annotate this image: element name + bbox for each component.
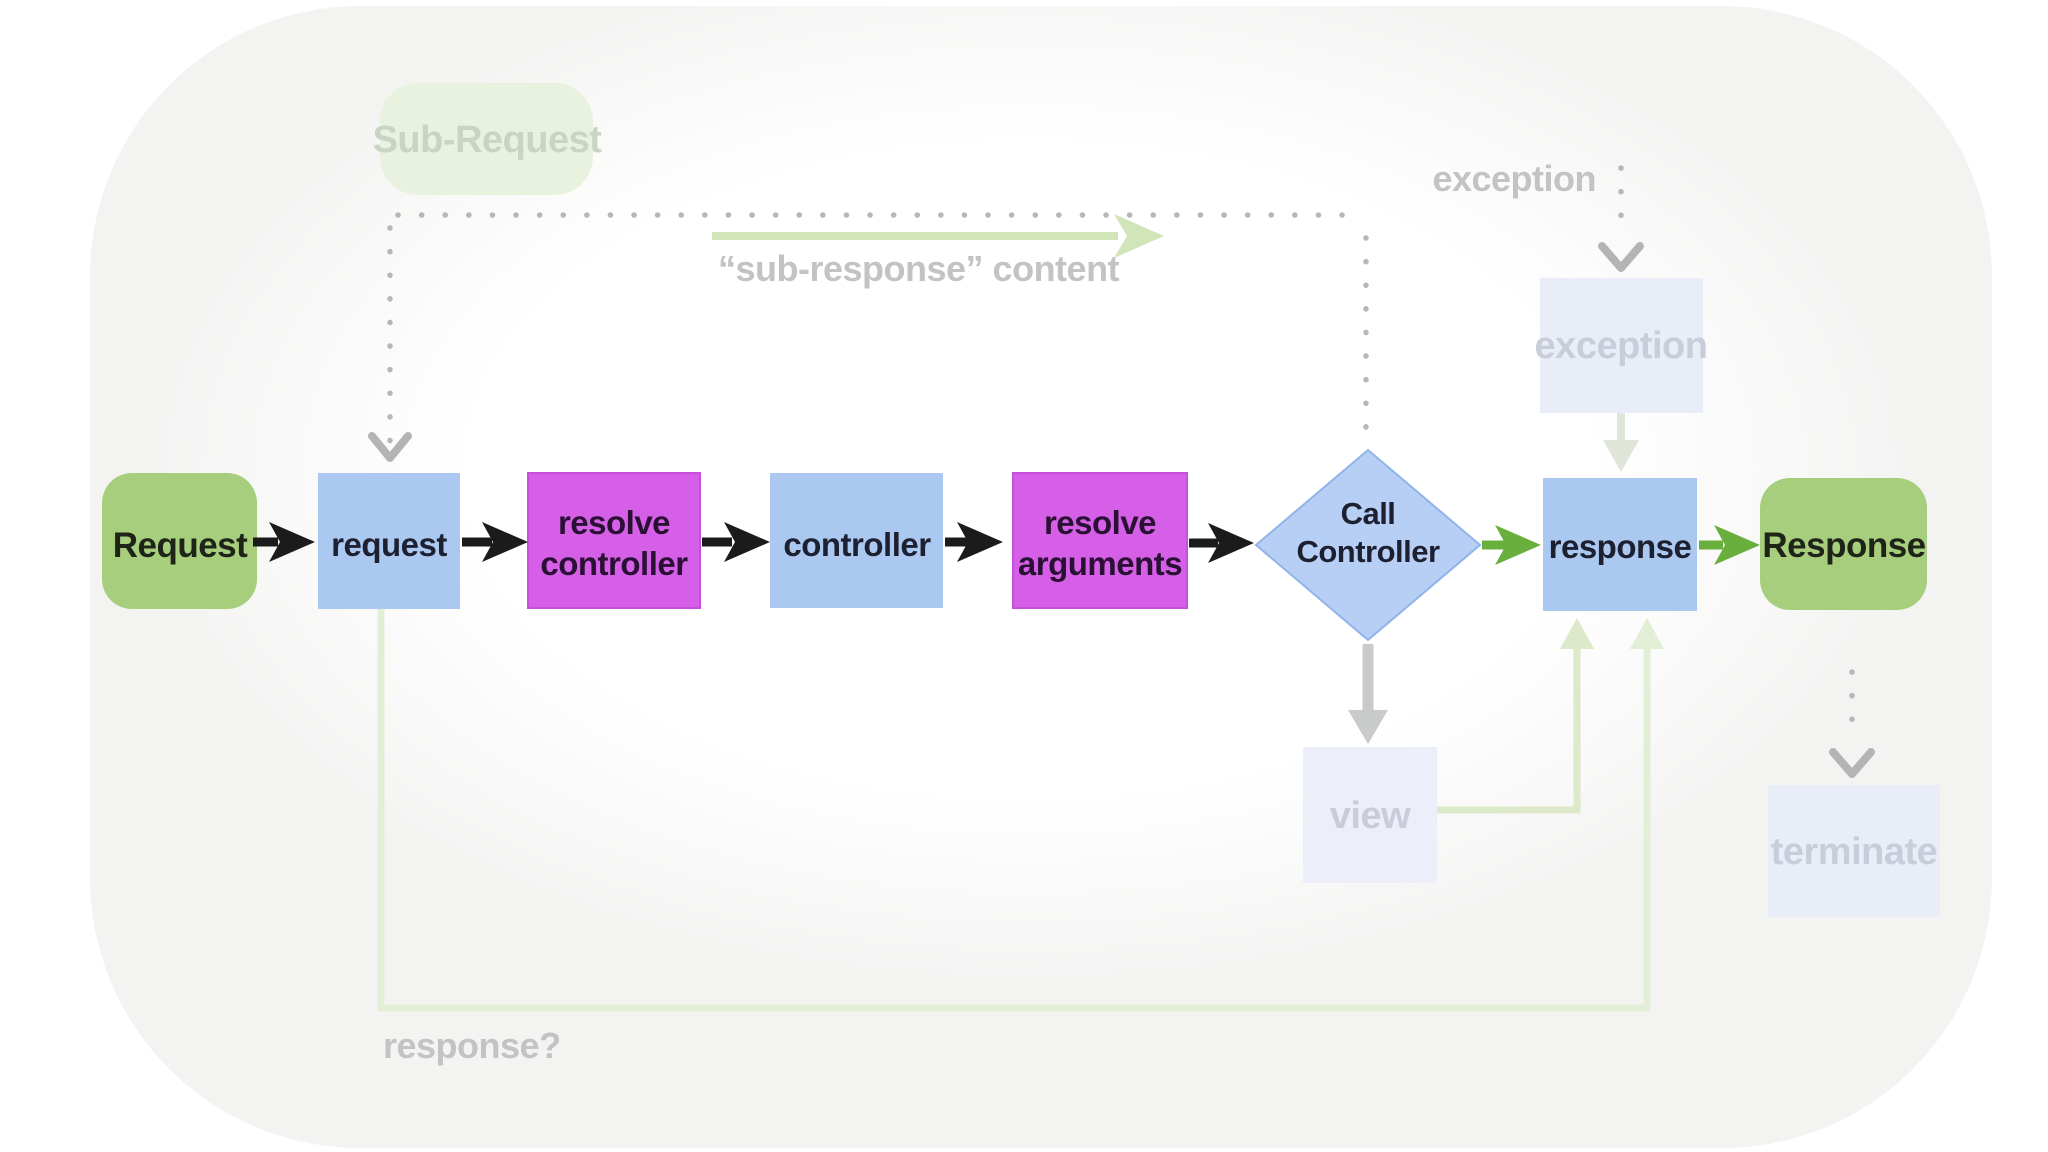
resolve-arguments-label-line1: resolve (1044, 504, 1156, 541)
edge-exception-box-to-response (1603, 413, 1639, 472)
sub-request-box (380, 83, 593, 195)
response-question-label: response? (383, 1025, 561, 1066)
response-box (1543, 478, 1697, 611)
resolve-arguments-label-line2: arguments (1018, 545, 1182, 582)
edge-subrequest-dotted-path (368, 212, 1369, 462)
call-controller-label-line2: Controller (1296, 534, 1440, 569)
arrow-request-to-resolvecontroller (462, 522, 528, 562)
controller-box (770, 473, 943, 608)
node-terminate: terminate (1768, 785, 1940, 917)
response-end-box (1760, 478, 1927, 610)
node-sub-request: Sub-Request (373, 83, 603, 195)
response-label: response (1549, 528, 1692, 565)
request-label: request (331, 526, 447, 563)
node-resolve-controller: resolve controller (527, 472, 701, 609)
arrow-resolvecontroller-to-controller (702, 522, 770, 562)
arrow-response-to-responseend (1699, 525, 1760, 565)
sub-request-label: Sub-Request (373, 119, 603, 161)
resolve-arguments-box (1012, 472, 1188, 609)
node-exception: exception (1535, 278, 1708, 413)
resolve-controller-label-line1: resolve (558, 504, 670, 541)
edge-terminate-dotted-arrow (1829, 669, 1875, 778)
call-controller-label-line1: Call (1341, 496, 1396, 531)
sub-response-content-label: “sub-response” content (718, 248, 1120, 289)
exception-box (1540, 278, 1703, 413)
arrow-callcontroller-to-response (1482, 525, 1541, 565)
node-request-start: Request (102, 473, 257, 609)
node-view: view (1303, 747, 1437, 883)
edge-view-to-response (1437, 618, 1594, 814)
call-controller-diamond (1254, 448, 1482, 642)
edge-request-to-response-question (377, 609, 1664, 1012)
request-start-box (102, 473, 257, 609)
request-start-label: Request (113, 526, 248, 565)
edge-diamond-to-view-gray-arrow (1348, 644, 1388, 744)
terminate-label: terminate (1771, 831, 1938, 873)
chevron-into-terminate-icon (1829, 748, 1875, 778)
chevron-into-request-icon (368, 432, 412, 462)
node-response: response (1543, 478, 1697, 611)
node-controller: controller (770, 473, 943, 608)
chevron-into-exception-icon (1598, 242, 1644, 272)
exception-event-label: exception (1432, 158, 1596, 199)
resolve-controller-label-line2: controller (540, 545, 688, 582)
resolve-controller-box (527, 472, 701, 609)
request-box (318, 473, 460, 609)
edge-exception-dotted-arrow (1598, 165, 1644, 272)
response-end-label: Response (1762, 526, 1925, 565)
edge-sub-response-green-arrow (712, 214, 1164, 258)
arrow-controller-to-resolvearguments (945, 522, 1003, 562)
node-call-controller-decision: Call Controller (1254, 448, 1482, 642)
view-box (1303, 747, 1437, 883)
node-response-end: Response (1760, 478, 1927, 610)
controller-label: controller (783, 526, 931, 563)
terminate-box (1768, 785, 1940, 917)
arrow-requeststart-to-request (253, 522, 315, 562)
arrow-resolvearguments-to-callcontroller (1189, 523, 1254, 563)
exception-box-label: exception (1535, 325, 1708, 367)
node-resolve-arguments: resolve arguments (1012, 472, 1188, 609)
node-request: request (318, 473, 460, 609)
view-label: view (1330, 795, 1411, 837)
